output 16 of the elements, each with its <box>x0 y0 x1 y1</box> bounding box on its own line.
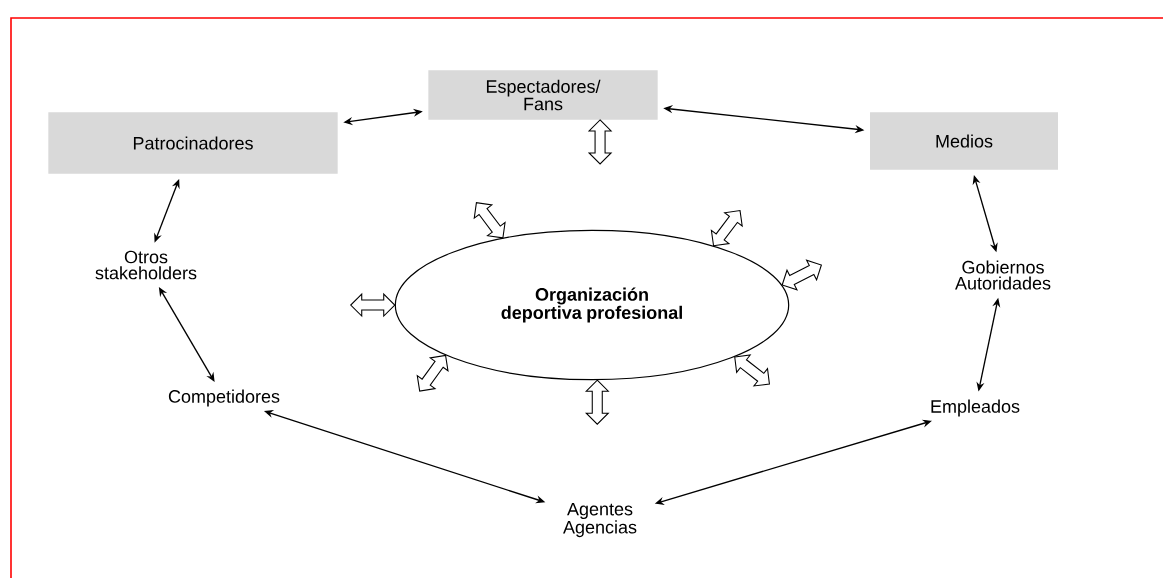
stakeholder-box: Patrocinadores <box>48 112 338 174</box>
hollow-double-arrow <box>587 119 613 165</box>
stakeholder-label: Gobiernos Autoridades <box>955 260 1051 290</box>
stakeholder-box: Espectadores/ Fans <box>428 70 658 120</box>
stakeholder-box: Medios <box>870 112 1058 170</box>
hollow-double-arrow <box>781 259 823 291</box>
stakeholder-label: Empleados <box>931 399 1020 417</box>
hollow-double-arrow <box>734 354 770 387</box>
hollow-double-arrow <box>473 202 506 239</box>
stakeholder-label: Agentes Agencias <box>563 502 637 538</box>
stakeholder-label: Competidores <box>168 389 280 407</box>
hollow-double-arrow <box>710 209 743 247</box>
stakeholder-label: Otros stakeholders <box>95 250 197 280</box>
hollow-double-arrow <box>584 379 610 425</box>
hollow-double-arrow <box>416 354 449 392</box>
hollow-double-arrow <box>350 292 396 318</box>
